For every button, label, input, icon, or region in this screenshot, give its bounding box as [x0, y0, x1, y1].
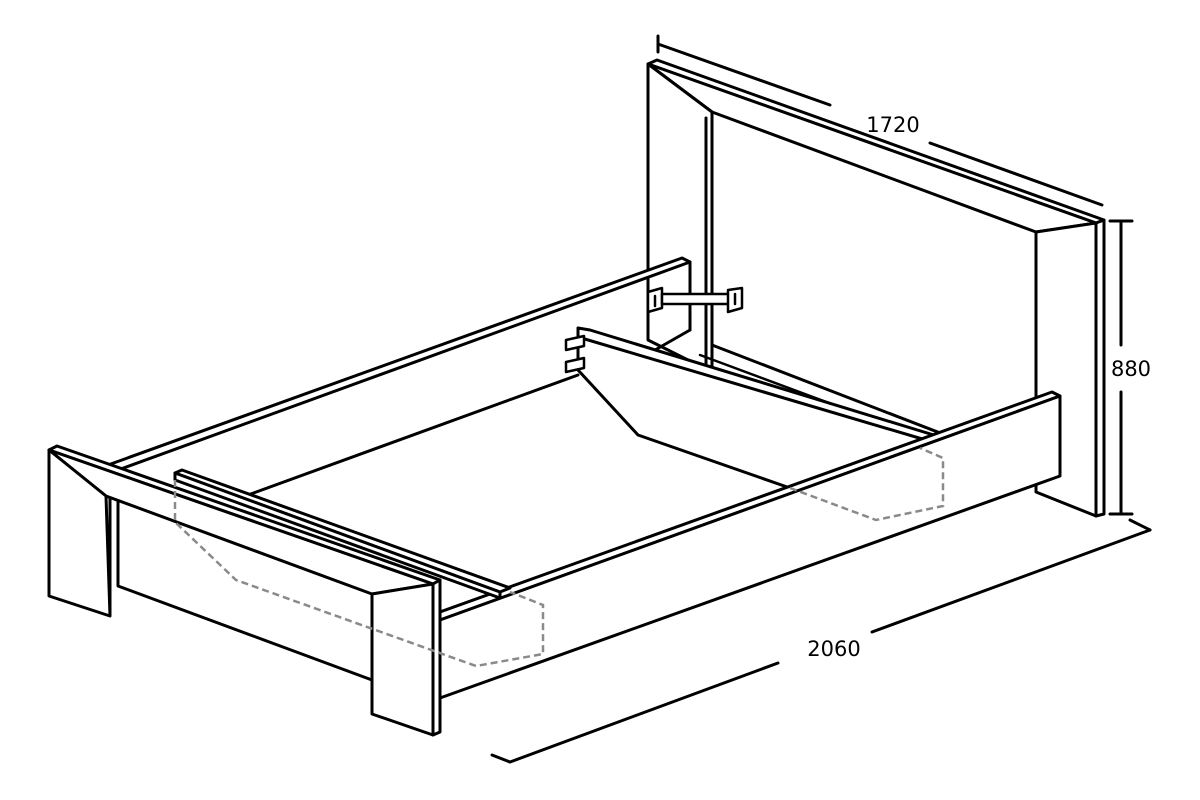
length-dimension-line — [490, 518, 1152, 764]
length-dimension-label: 2060 — [807, 637, 860, 661]
footboard-rail — [173, 468, 512, 600]
corner-bracket — [646, 286, 744, 314]
right-side-rail — [438, 390, 1062, 700]
width-dimension-label: 1720 — [866, 113, 919, 137]
height-dimension-line — [1108, 219, 1134, 516]
height-dimension-label: 880 — [1111, 357, 1151, 381]
footboard — [47, 444, 442, 737]
width-dimension-line — [656, 34, 1104, 207]
hidden-legs — [173, 446, 945, 668]
